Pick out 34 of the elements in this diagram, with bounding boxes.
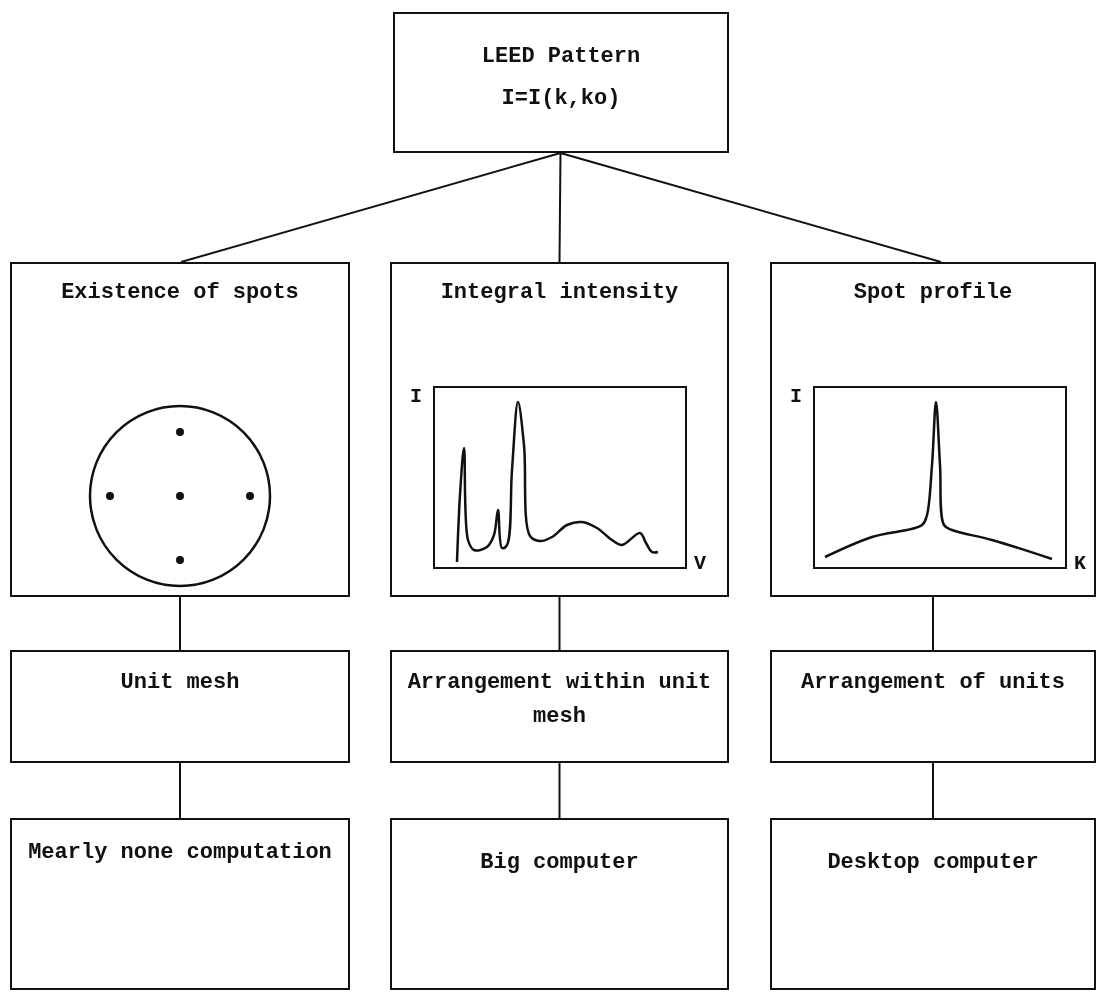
connector-line — [179, 762, 181, 819]
text-box — [393, 12, 729, 153]
text-box — [770, 650, 1096, 763]
axis-label: I — [790, 386, 802, 408]
box-text: Spot profile — [853, 279, 1013, 307]
connector-line — [932, 762, 934, 819]
connector-line — [179, 596, 181, 651]
box-text: Desktop computer — [827, 849, 1039, 877]
axis-label: V — [694, 553, 706, 575]
connector-line — [932, 596, 934, 651]
box-text: I=I(k,ko) — [501, 85, 621, 113]
text-box — [390, 818, 729, 990]
box-text: Existence of spots — [61, 279, 299, 307]
text-box — [770, 262, 1096, 597]
box-text: LEED Pattern — [481, 43, 641, 71]
text-box — [10, 818, 350, 990]
text-box — [770, 818, 1096, 990]
box-text: Unit mesh — [120, 669, 240, 697]
box-text: Mearly none computation — [28, 839, 332, 867]
text-box — [10, 650, 350, 763]
box-text: Arrangement within unit mesh — [406, 669, 713, 731]
text-box — [390, 262, 729, 597]
box-text: Arrangement of units — [800, 669, 1065, 697]
axis-label: K — [1074, 553, 1086, 575]
box-text: Big computer — [480, 849, 639, 877]
box-text: Integral intensity — [440, 279, 679, 307]
connector-line — [558, 762, 561, 819]
text-box — [390, 650, 729, 763]
connector-line — [559, 152, 942, 263]
axis-label: I — [410, 386, 422, 408]
connector-line — [558, 596, 561, 651]
connector-line — [180, 152, 562, 263]
connector-line — [558, 152, 562, 263]
text-box — [10, 262, 350, 597]
